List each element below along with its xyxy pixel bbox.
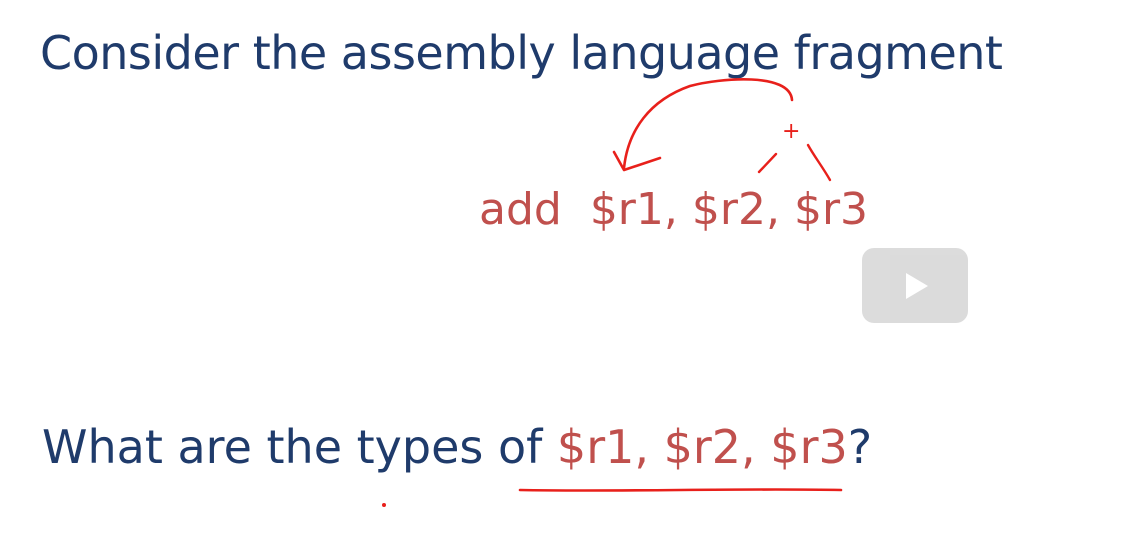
- plus-annotation: +: [782, 119, 800, 144]
- video-play-button[interactable]: [862, 248, 968, 323]
- slide-heading: Consider the assembly language fragment: [40, 26, 1003, 80]
- play-icon: [906, 272, 928, 299]
- registers-underline: [518, 488, 843, 492]
- ink-dot: [382, 503, 386, 507]
- opcode-add: add: [479, 184, 562, 235]
- question-text: What are the types of $r1, $r2, $r3?: [42, 420, 872, 474]
- destination-arrow: [622, 78, 794, 170]
- register-r3: $r3: [793, 184, 869, 235]
- register-r2: $r2,: [691, 184, 780, 235]
- register-r1: $r1,: [589, 184, 678, 235]
- operand-tick-r2: [757, 152, 778, 174]
- arrowhead: [612, 150, 662, 172]
- question-mark: ?: [847, 420, 873, 474]
- question-prefix: What are the types of: [42, 420, 557, 474]
- operand-tick-r3: [806, 143, 832, 182]
- assembly-instruction: add $r1, $r2, $r3: [479, 184, 868, 235]
- question-registers: $r1, $r2, $r3: [556, 420, 848, 474]
